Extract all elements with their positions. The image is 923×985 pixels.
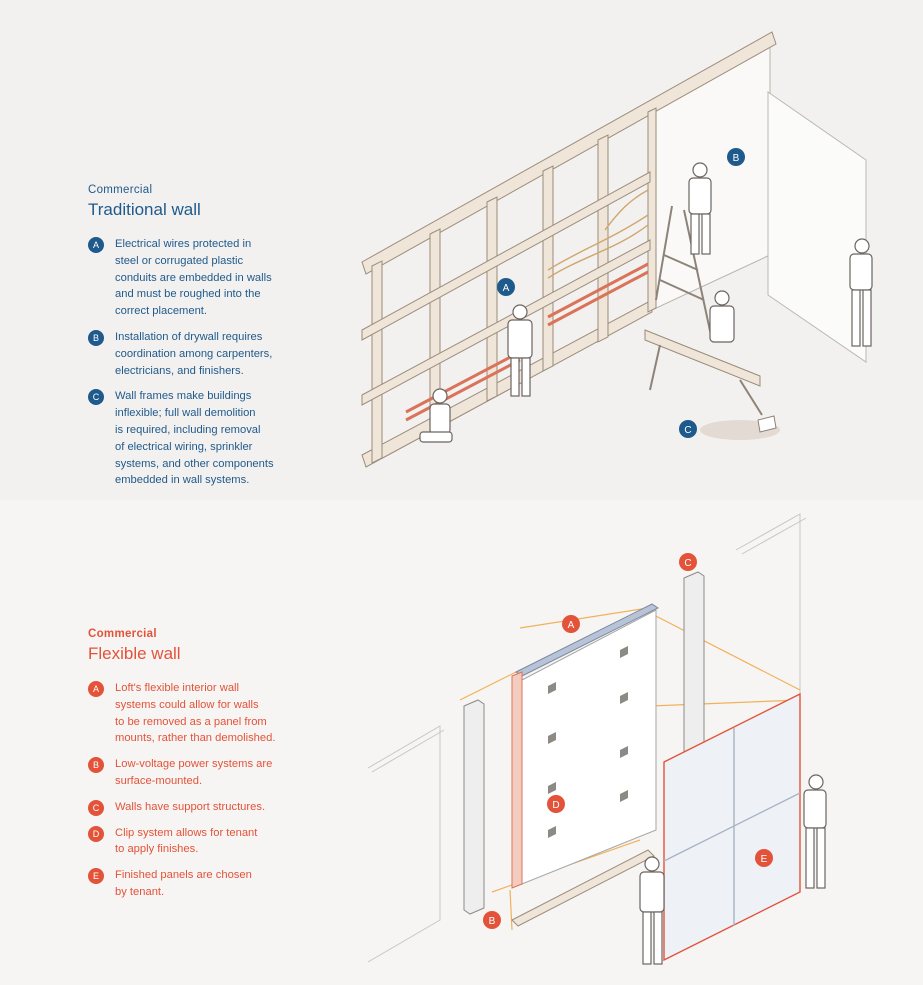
flexible-item-b-text: Low-voltage power systems are surface-mo… <box>115 758 273 787</box>
flexible-item-a: A Loft's flexible interior wall systems … <box>88 680 318 747</box>
marker-flex-c: C <box>679 553 697 571</box>
flexible-item-d-text: Clip system allows for tenant to apply f… <box>115 826 258 856</box>
flexible-legend: Commercial Flexible wall A Loft's flexib… <box>88 628 318 910</box>
flexible-title: Flexible wall <box>88 644 181 663</box>
finished-panel-seams <box>663 728 801 926</box>
marker-c: C <box>679 420 697 438</box>
traditional-wall-illustration: A B C <box>361 31 873 468</box>
clip-frame <box>521 609 657 885</box>
clips <box>548 646 628 838</box>
worker-kneeling <box>419 388 453 443</box>
svg-text:D: D <box>552 800 559 811</box>
small-box <box>757 415 777 433</box>
worker-on-ladder <box>688 162 712 255</box>
traditional-wall-panel: A B C Commercial Traditional wall A Elec… <box>88 31 873 498</box>
svg-text:B: B <box>733 153 740 164</box>
svg-text:A: A <box>568 620 575 631</box>
svg-text:C: C <box>684 558 691 569</box>
traditional-title: Traditional wall <box>88 200 201 219</box>
workers <box>419 162 873 443</box>
badge-c: C <box>88 389 104 406</box>
flexible-workers <box>639 774 827 965</box>
panel-edge <box>511 671 523 889</box>
conduits <box>405 262 649 422</box>
base-rail <box>511 849 655 927</box>
flexible-item-c: C Walls have support structures. <box>88 799 318 816</box>
flex-badge-c: C <box>88 799 104 816</box>
marker-a: A <box>497 278 515 296</box>
worker-carrying-sheet <box>849 238 873 347</box>
flexible-item-e-text: Finished panels are chosen by tenant. <box>115 869 252 898</box>
traditional-item-b-text: Installation of drywall requires coordin… <box>115 330 273 377</box>
flex-badge-d: D <box>88 825 104 842</box>
svg-text:C: C <box>684 425 691 436</box>
flexible-wall-illustration: A B C D E <box>367 513 827 965</box>
blocking <box>361 171 651 406</box>
svg-text:E: E <box>761 854 768 865</box>
flexible-wall-panel: A B C D E Commercial Flexible wall A Lof… <box>0 500 923 985</box>
top-plate <box>361 31 777 275</box>
flexible-item-d: D Clip system allows for tenant to apply… <box>88 825 318 859</box>
marker-b: B <box>727 148 745 166</box>
loose-drywall-sheet <box>767 91 867 363</box>
sawhorse <box>649 344 763 416</box>
board <box>644 329 761 387</box>
flexible-item-a-text: Loft's flexible interior wall systems co… <box>115 682 276 745</box>
flex-badge-a: A <box>88 681 104 697</box>
worker-standing <box>507 304 533 397</box>
worker-right <box>803 774 827 889</box>
badge-b: B <box>88 329 104 346</box>
flexible-item-c-text: Walls have support structures. <box>115 800 266 813</box>
traditional-item-a-text: Electrical wires protected in steel or c… <box>115 238 272 318</box>
traditional-item-c: C Wall frames make buildings inflexible;… <box>88 388 318 489</box>
svg-text:A: A <box>503 283 510 294</box>
worker-front <box>639 856 665 965</box>
svg-text:B: B <box>489 916 496 927</box>
support-posts <box>463 571 705 915</box>
badge-a: A <box>88 237 104 253</box>
flexible-item-e: E Finished panels are chosen by tenant. <box>88 867 318 901</box>
traditional-item-b: B Installation of drywall requires coord… <box>88 329 318 379</box>
traditional-legend: Commercial Traditional wall A Electrical… <box>88 184 318 498</box>
wires <box>547 189 649 279</box>
flex-badge-e: E <box>88 868 104 885</box>
traditional-item-c-text: Wall frames make buildings inflexible; f… <box>115 390 274 487</box>
traditional-eyebrow: Commercial <box>88 184 153 196</box>
flex-badge-b: B <box>88 757 104 774</box>
flexible-item-b: B Low-voltage power systems are surface-… <box>88 756 318 790</box>
ladder <box>655 205 713 341</box>
marker-flex-d: D <box>547 795 565 813</box>
marker-flex-a: A <box>562 615 580 633</box>
traditional-item-a: A Electrical wires protected in steel or… <box>88 236 318 320</box>
flexible-eyebrow: Commercial <box>88 628 157 640</box>
installed-drywall <box>651 41 771 311</box>
worker-sawing <box>709 290 735 343</box>
marker-flex-e: E <box>755 849 773 867</box>
marker-flex-b: B <box>483 911 501 929</box>
